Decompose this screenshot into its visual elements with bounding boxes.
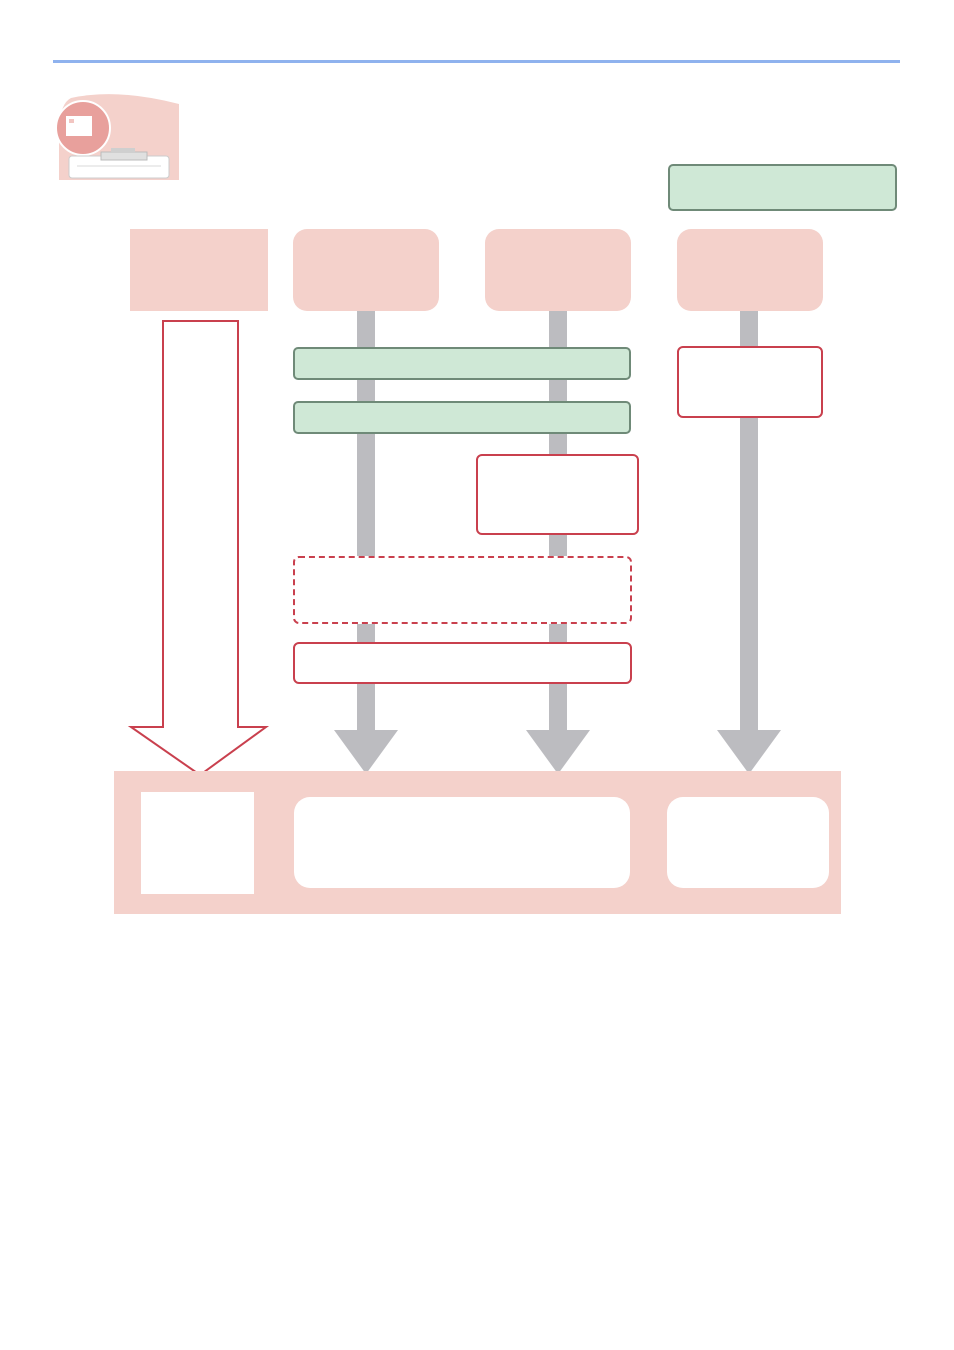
red-step-wide	[293, 642, 632, 684]
scanner-icon	[55, 94, 179, 180]
arrowhead-4	[717, 730, 781, 774]
red-step-col3	[476, 454, 639, 535]
header-rule	[53, 60, 900, 63]
green-step-2	[293, 401, 631, 434]
column-header-1	[130, 229, 268, 311]
destination-1	[141, 792, 254, 894]
dashed-optional-step	[293, 556, 632, 624]
destination-2	[294, 797, 630, 888]
destination-3	[667, 797, 829, 888]
hollow-arrow-1	[127, 320, 270, 777]
column-header-4	[677, 229, 823, 311]
legend-box	[668, 164, 897, 211]
green-step-1	[293, 347, 631, 380]
arrowhead-2	[334, 730, 398, 774]
arrowhead-3	[526, 730, 590, 774]
column-header-2	[293, 229, 439, 311]
red-step-col4	[677, 346, 823, 418]
column-header-3	[485, 229, 631, 311]
